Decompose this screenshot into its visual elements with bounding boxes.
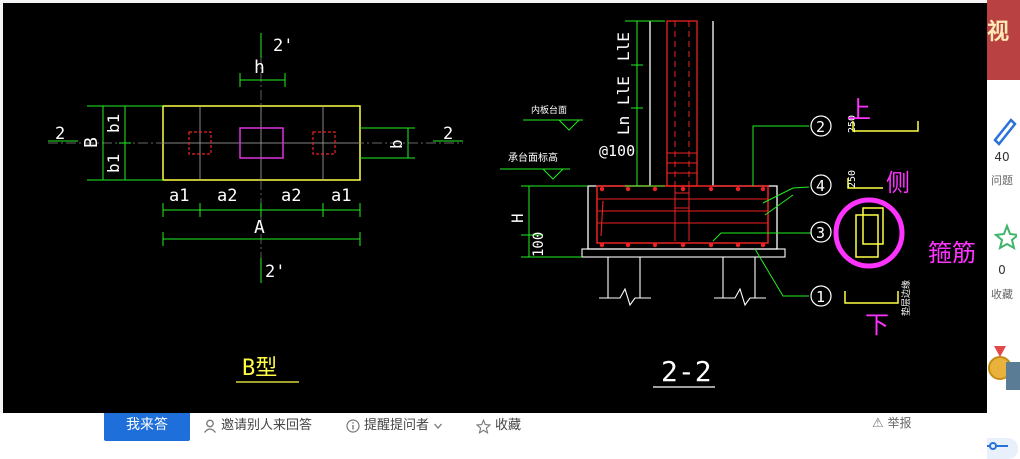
cap-rebar-cage	[596, 185, 769, 244]
dim-a1-right: a1	[331, 186, 351, 206]
callout-circle-3	[810, 221, 832, 243]
annotation-side: 侧	[886, 169, 910, 197]
dim-2-right: 2	[443, 124, 453, 144]
dim-H: H	[508, 213, 527, 223]
annotation-stirrup: 箍筋	[928, 239, 976, 267]
medal-icon	[988, 346, 1020, 390]
favorite-action[interactable]: 收藏	[476, 416, 521, 436]
callout-circle-4	[810, 174, 832, 196]
pile-right	[312, 131, 336, 155]
label-LlE-top: LlE	[614, 32, 633, 61]
dim-h: h	[254, 57, 265, 78]
banner-text: 视	[987, 20, 1010, 45]
callout-1: 1	[816, 288, 825, 306]
report-action[interactable]: ⚠ 举报	[872, 414, 912, 431]
dim-b1-top: b1	[104, 114, 123, 133]
column-outline	[239, 127, 284, 159]
dim-2-left: 2	[55, 124, 65, 144]
dim-b1-bottom: b1	[104, 154, 123, 173]
type-label-B: B型	[242, 356, 277, 381]
stat-favorites-count: 0	[998, 263, 1006, 277]
user-icon	[203, 419, 217, 433]
plan-view: 2' h 2 2 B b1 b1 b a1 a2 a2 a1 A 2' B型	[48, 33, 463, 383]
dim-a2-left: a2	[217, 186, 237, 206]
dim-2prime-bottom: 2'	[265, 262, 285, 282]
warning-icon: ⚠	[872, 416, 884, 431]
info-icon	[346, 419, 360, 433]
stat-questions-count: 40	[994, 150, 1010, 164]
sidebar-banner[interactable]: 视	[987, 0, 1020, 80]
dim-2prime-top: 2'	[273, 36, 293, 56]
chevron-down-icon	[434, 423, 443, 429]
remind-label: 提醒提问者	[364, 418, 430, 433]
section-view: 2 4 3 1 LlE LlE Ln 内板台面 承台面标高 @100 H 100…	[500, 20, 919, 388]
annotation-bottom: 下	[865, 311, 889, 339]
label-Ln: Ln	[614, 116, 633, 135]
answer-button[interactable]: 我来答	[104, 409, 190, 441]
callout-4: 4	[816, 177, 825, 195]
remind-action[interactable]: 提醒提问者	[346, 416, 443, 436]
stirrup-detail	[844, 121, 919, 304]
section-label-2-2: 2-2	[661, 355, 712, 388]
star-outline-icon	[476, 418, 491, 434]
edit-icon[interactable]	[989, 110, 1017, 150]
dim-b: b	[387, 139, 406, 149]
favorite-label: 收藏	[495, 418, 522, 433]
label-inner-top: 内板台面	[531, 104, 567, 116]
dim-A: A	[254, 217, 265, 238]
dim-250-mid: 250	[847, 170, 858, 188]
cad-canvas: 2' h 2 2 B b1 b1 b a1 a2 a2 a1 A 2' B型	[48, 20, 976, 388]
callout-circle-2	[810, 115, 832, 137]
invite-label: 邀请别人来回答	[221, 418, 313, 433]
stat-questions-label: 问题	[991, 174, 1013, 187]
label-LlE-mid: LlE	[614, 76, 633, 105]
column-rebar	[666, 20, 698, 187]
star-icon[interactable]	[989, 222, 1017, 256]
label-cushion-edge: 垫层边缘	[900, 280, 912, 316]
dim-B: B	[81, 137, 102, 148]
label-spacing: @100	[599, 142, 635, 160]
callout-circle-1	[810, 285, 832, 307]
report-label: 举报	[887, 416, 912, 430]
cushion-layer	[581, 248, 786, 258]
cad-drawing-image: 2' h 2 2 B b1 b1 b a1 a2 a2 a1 A 2' B型	[3, 3, 987, 413]
highlight-circle	[833, 197, 905, 269]
invite-action[interactable]: 邀请别人来回答	[203, 416, 312, 436]
dim-a2-right: a2	[281, 186, 301, 206]
annotation-top: 上	[847, 96, 871, 124]
dim-100: 100	[531, 232, 547, 257]
callout-2: 2	[816, 118, 825, 136]
label-cap-top-elevation: 承台面标高	[508, 151, 558, 164]
callout-3: 3	[816, 224, 825, 242]
dim-a1-left: a1	[169, 186, 189, 206]
stat-favorites-label: 收藏	[991, 288, 1013, 301]
pile-left	[188, 131, 212, 155]
